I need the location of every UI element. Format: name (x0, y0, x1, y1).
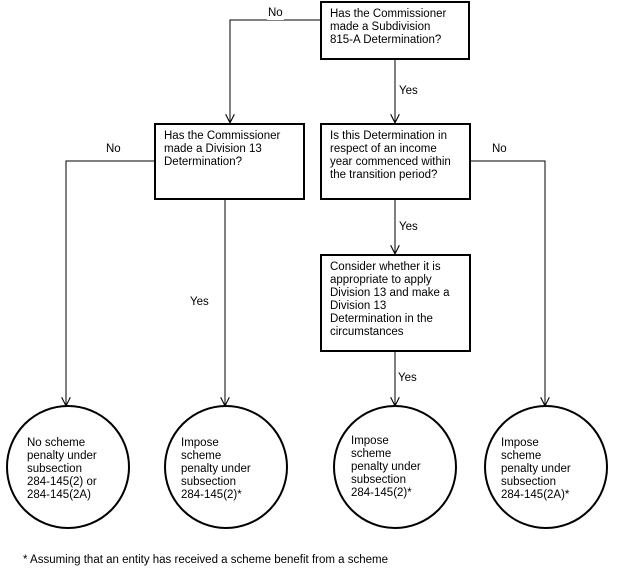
footnote: * Assuming that an entity has received a… (23, 554, 388, 566)
edge-div13-no (66, 160, 154, 405)
question-815a-determination: Has the Commissioner made a Subdivision … (320, 1, 470, 60)
outcome-no-scheme-penalty: No scheme penalty under subsection 284-1… (6, 405, 130, 529)
outcome-impose-penalty-2a-text: Impose scheme penalty under subsection 2… (501, 437, 571, 501)
outcome-no-scheme-penalty-text: No scheme penalty under subsection 284-1… (27, 437, 97, 501)
outcome-impose-penalty-2-left: Impose scheme penalty under subsection 2… (164, 405, 288, 529)
edge-815a-no (230, 19, 320, 122)
action-consider-division-13: Consider whether it is appropriate to ap… (320, 254, 471, 352)
outcome-impose-penalty-2-right-text: Impose scheme penalty under subsection 2… (351, 435, 421, 499)
edge-label-div13-yes: Yes (189, 296, 210, 309)
edge-label-transition-yes: Yes (398, 221, 419, 234)
edge-transition-no (470, 160, 545, 405)
edge-label-transition-no: No (491, 143, 508, 156)
edge-label-815a-no: No (267, 7, 284, 20)
edge-label-consider-yes: Yes (397, 372, 418, 385)
question-division-13-determination: Has the Commissioner made a Division 13 … (154, 123, 305, 200)
edge-label-div13-no: No (105, 143, 122, 156)
edge-label-815a-yes: Yes (398, 85, 419, 98)
outcome-impose-penalty-2-right: Impose scheme penalty under subsection 2… (333, 405, 457, 529)
question-transition-period: Is this Determination in respect of an i… (320, 123, 471, 200)
outcome-impose-penalty-2a: Impose scheme penalty under subsection 2… (484, 405, 608, 529)
outcome-impose-penalty-2-left-text: Impose scheme penalty under subsection 2… (181, 437, 251, 501)
